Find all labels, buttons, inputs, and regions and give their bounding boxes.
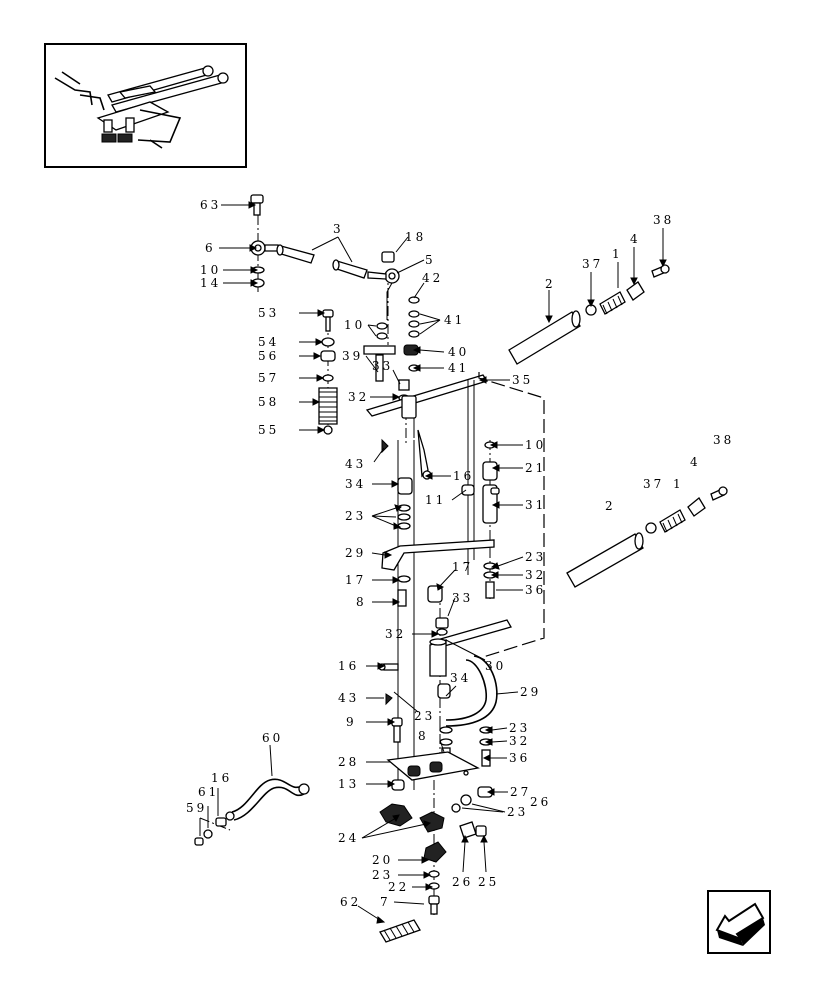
upper-pivot-assembly <box>363 296 545 659</box>
label-37-lower: 37 <box>643 477 664 491</box>
back-arrow-button[interactable] <box>707 890 771 954</box>
label-53: 53 <box>258 306 279 320</box>
base-plate <box>386 751 480 791</box>
label-23-right: 23 <box>525 550 546 564</box>
label-55: 55 <box>258 423 279 437</box>
label-3: 3 <box>333 222 344 236</box>
tube-60 <box>194 778 310 846</box>
label-23-bottom: 23 <box>507 805 528 819</box>
label-13: 13 <box>338 777 359 791</box>
label-61: 61 <box>198 785 219 799</box>
label-57: 57 <box>258 371 279 385</box>
label-16-left: 16 <box>211 771 232 785</box>
part-labels: 63 6 10 14 3 18 5 42 2 37 1 4 38 53 54 5… <box>186 198 734 909</box>
label-16-lower: 16 <box>338 659 359 673</box>
label-39: 39 <box>342 349 363 363</box>
label-4-lower: 4 <box>690 455 701 469</box>
spring-62 <box>379 919 421 943</box>
label-16-upper: 16 <box>453 469 474 483</box>
spring-stack <box>318 309 338 435</box>
lower-hardware <box>379 786 493 915</box>
label-28: 28 <box>338 755 359 769</box>
shaft-upper <box>508 264 670 365</box>
label-26-lower: 26 <box>452 875 473 889</box>
label-23-lower-right: 23 <box>509 721 530 735</box>
label-35: 35 <box>512 373 533 387</box>
label-21: 21 <box>525 461 546 475</box>
label-32-lower: 32 <box>509 734 530 748</box>
label-2-lower: 2 <box>605 499 616 513</box>
label-59: 59 <box>186 801 207 815</box>
leader-lines <box>199 201 667 924</box>
label-25: 25 <box>478 875 499 889</box>
label-23-base: 23 <box>372 868 393 882</box>
label-7: 7 <box>380 895 391 909</box>
label-32-mid: 32 <box>385 627 406 641</box>
inset-overview <box>44 43 247 168</box>
label-23-left: 17 <box>345 573 366 587</box>
lower-pivot-assembly <box>378 585 512 767</box>
label-9: 9 <box>346 715 357 729</box>
label-62: 62 <box>340 895 361 909</box>
label-29-lower: 29 <box>520 685 541 699</box>
label-38-lower: 38 <box>713 433 734 447</box>
label-34-lower: 34 <box>450 671 471 685</box>
shaft-lower <box>566 486 728 588</box>
label-34-upper: 34 <box>345 477 366 491</box>
upper-linkage <box>250 194 400 320</box>
right-bushing-stack <box>397 441 500 530</box>
label-63: 63 <box>200 198 221 212</box>
label-1-lower: 1 <box>673 477 684 491</box>
label-23-stack: 23 <box>345 509 366 523</box>
label-42: 42 <box>422 271 443 285</box>
label-10-mid: 10 <box>344 318 365 332</box>
label-56: 56 <box>258 349 279 363</box>
label-36-lower: 36 <box>509 751 530 765</box>
label-23-mid: 23 <box>414 709 435 723</box>
label-10: 10 <box>200 263 221 277</box>
label-26-right: 26 <box>530 795 551 809</box>
label-32-right: 32 <box>525 568 546 582</box>
label-11: 11 <box>425 493 446 507</box>
label-6: 6 <box>205 241 216 255</box>
label-58: 58 <box>258 395 279 409</box>
label-24: 24 <box>338 831 359 845</box>
label-36-upper: 36 <box>525 583 546 597</box>
label-1-upper: 1 <box>612 247 623 261</box>
label-4-upper: 4 <box>630 232 641 246</box>
label-43-lower: 43 <box>338 691 359 705</box>
inset-assembly-drawing <box>54 65 229 149</box>
label-30: 30 <box>485 659 506 673</box>
label-60: 60 <box>262 731 283 745</box>
label-32-upper: 32 <box>348 390 369 404</box>
label-14: 14 <box>200 276 221 290</box>
label-22: 22 <box>388 880 409 894</box>
label-5: 5 <box>425 253 436 267</box>
label-18: 18 <box>405 230 426 244</box>
label-27: 27 <box>510 785 531 799</box>
label-33-upper: 33 <box>372 359 393 373</box>
label-41-upper: 41 <box>444 313 465 327</box>
label-8-upper: 8 <box>356 595 367 609</box>
label-20: 20 <box>372 853 393 867</box>
label-17: 17 <box>452 560 473 574</box>
label-41-lower: 41 <box>448 361 469 375</box>
label-8-lower: 8 <box>418 729 429 743</box>
label-43-upper: 43 <box>345 457 366 471</box>
label-31: 31 <box>525 498 546 512</box>
label-37-upper: 37 <box>582 257 603 271</box>
label-2-upper: 2 <box>545 277 556 291</box>
label-29-upper: 29 <box>345 546 366 560</box>
back-arrow-icon <box>715 902 765 946</box>
label-40: 40 <box>448 345 469 359</box>
label-38-upper: 38 <box>653 213 674 227</box>
label-54: 54 <box>258 335 279 349</box>
label-33-lower: 33 <box>452 591 473 605</box>
label-10-right: 10 <box>525 438 546 452</box>
